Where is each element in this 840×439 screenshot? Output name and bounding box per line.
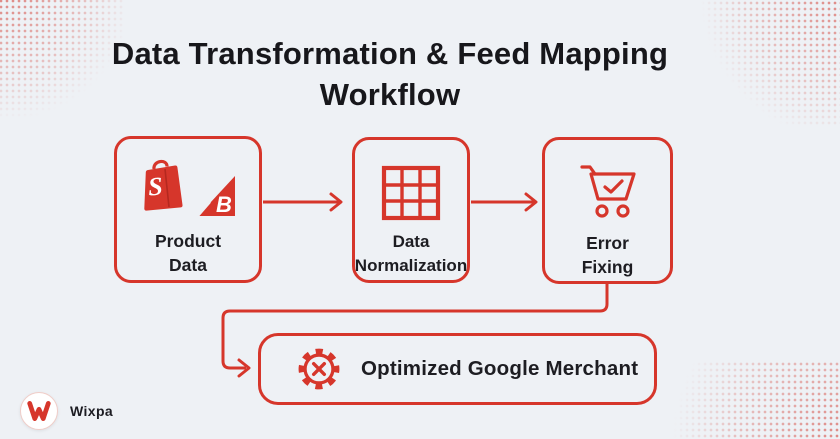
arrow-1-head-icon xyxy=(329,192,343,212)
product-data-icons: S B xyxy=(140,155,237,217)
arrow-2-head-icon xyxy=(524,192,538,212)
brand-footer: Wixpa xyxy=(20,392,113,430)
brand-name: Wixpa xyxy=(70,403,114,419)
node-optimized-google-merchant: Optimized Google Merchant xyxy=(258,333,657,405)
node-label-data-normalization: Data Normalization xyxy=(354,232,468,275)
node-label-optimized-google-merchant: Optimized Google Merchant xyxy=(361,357,639,380)
svg-text:B: B xyxy=(216,192,232,217)
page-title: Data Transformation & Feed Mapping Workf… xyxy=(0,33,780,115)
node-data-normalization: Data Normalization xyxy=(352,137,470,283)
arrow-3-head-icon xyxy=(237,358,251,378)
node-label-error-fixing: Error Fixing xyxy=(581,233,634,277)
wixpa-w-icon xyxy=(27,401,51,421)
bigcommerce-icon: B xyxy=(196,176,235,217)
wixpa-logo-icon xyxy=(20,392,58,430)
shopify-icon: S xyxy=(143,159,183,211)
node-error-fixing: Error Fixing xyxy=(542,137,673,284)
grid-icon xyxy=(381,165,441,221)
node-product-data: S B Product Data xyxy=(114,136,262,283)
cart-check-icon xyxy=(579,165,636,218)
page-title-line2: Workflow xyxy=(319,77,461,112)
page-title-line1: Data Transformation & Feed Mapping xyxy=(111,36,669,71)
gear-x-icon xyxy=(298,348,340,390)
svg-text:S: S xyxy=(147,172,163,202)
halftone-dots-bottom-right xyxy=(630,361,840,439)
data-normalization-icons xyxy=(380,165,442,221)
node-label-product-data: Product Data xyxy=(154,231,222,275)
error-fixing-icons xyxy=(574,161,642,227)
